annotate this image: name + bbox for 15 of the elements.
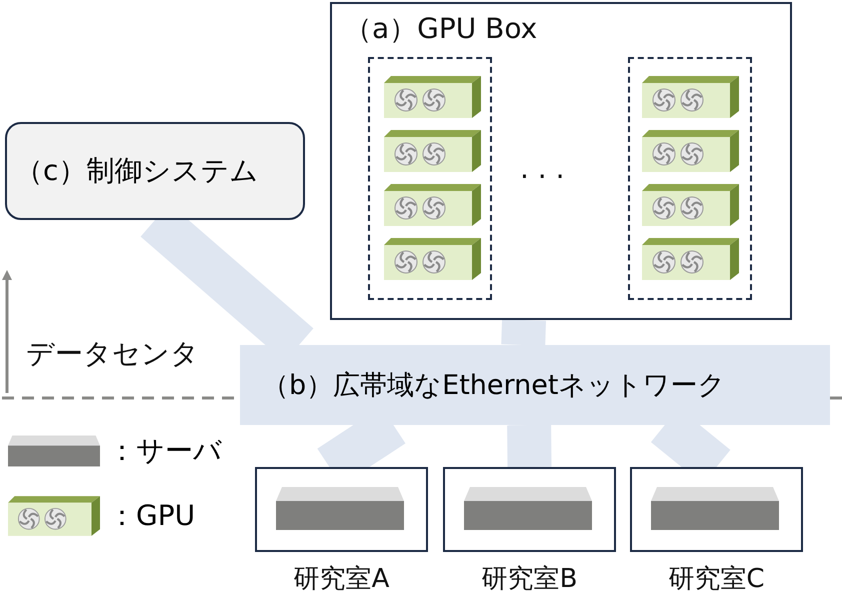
lab-label: 研究室A	[292, 563, 390, 596]
lab-label: 研究室C	[667, 563, 766, 596]
gpu-box-panel	[330, 2, 792, 320]
gpu-group-outline	[628, 57, 752, 300]
panel-title: （a）GPU Box	[344, 11, 538, 47]
control-system-box: （c）制御システム	[5, 122, 305, 220]
lab-label: 研究室B	[480, 563, 578, 596]
area-label: データセンタ	[26, 336, 199, 372]
legend-label: ：サーバ	[108, 433, 222, 469]
ellipsis-mark: · · ·	[520, 160, 565, 193]
connection-band	[501, 319, 546, 346]
gpu-group-outline	[368, 57, 492, 300]
connection-band	[507, 424, 552, 468]
legend-label: ：GPU	[108, 498, 196, 534]
network-band: （b）広帯域なEthernetネットワーク	[240, 345, 830, 425]
